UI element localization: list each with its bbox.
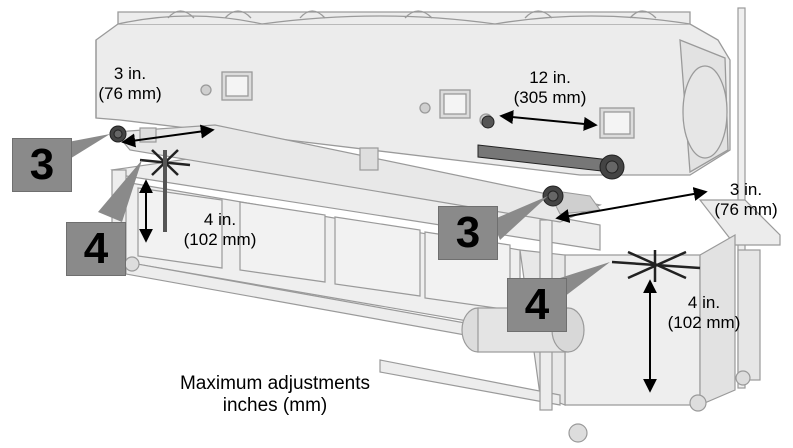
caption-line-2: inches (mm) [222, 395, 328, 416]
dimension-metric: (76 mm) [714, 200, 778, 219]
arrow-top-center [499, 110, 598, 131]
arrow-right [555, 187, 708, 223]
dryer-housing [95, 10, 731, 176]
callout-3-right: 3 [438, 206, 498, 260]
caption-line-1: Maximum adjustments [179, 373, 371, 394]
dimension-metric: (305 mm) [513, 88, 587, 107]
dimension-label-top-center: 12 in. (305 mm) [494, 68, 606, 108]
diagram-caption: Maximum adjustments inches (mm) [160, 373, 390, 417]
right-side-bracket [698, 199, 781, 381]
dimension-label-left-vertical: 4 in. (102 mm) [172, 210, 268, 250]
leader-3-right [492, 196, 548, 240]
dimension-metric: (76 mm) [98, 84, 162, 103]
adjuster-star-right [611, 250, 701, 282]
adjuster-star-left [139, 149, 191, 232]
dimension-label-right-vertical: 4 in. (102 mm) [652, 293, 756, 333]
callout-4-right: 4 [507, 278, 567, 332]
dimension-label-top-left: 3 in. (76 mm) [78, 64, 182, 104]
dimension-label-right: 3 in. (76 mm) [700, 180, 792, 220]
dimension-imperial: 3 in. [113, 64, 147, 83]
leader-4-right [560, 262, 610, 300]
dimension-imperial: 4 in. [687, 293, 721, 312]
dimension-metric: (102 mm) [183, 230, 257, 249]
arrow-top-left [121, 124, 215, 148]
callout-3-left: 3 [12, 138, 72, 192]
dimension-imperial: 3 in. [729, 180, 763, 199]
dimension-metric: (102 mm) [667, 313, 741, 332]
dimension-arrows [121, 110, 708, 393]
dimension-imperial: 12 in. [529, 68, 571, 87]
callout-4-left: 4 [66, 222, 126, 276]
leader-4-left [98, 160, 142, 222]
support-pole [737, 7, 746, 389]
leader-3-left [68, 134, 110, 160]
dimension-imperial: 4 in. [203, 210, 237, 229]
